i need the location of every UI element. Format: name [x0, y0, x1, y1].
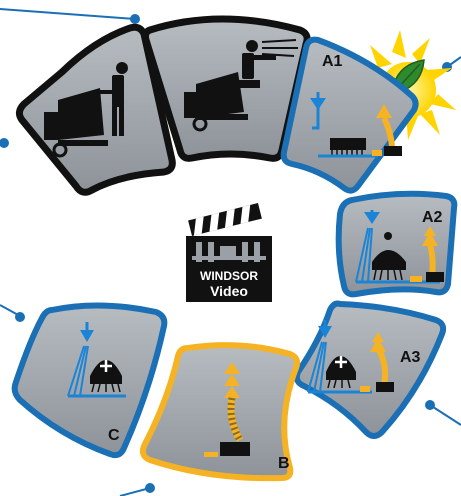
windsor-video-logo[interactable]: WINDSOR Video	[186, 203, 272, 302]
segment-a3[interactable]: A3	[297, 304, 443, 436]
segment-a2[interactable]: A2	[339, 194, 455, 295]
segment-c-label: C	[108, 427, 120, 444]
segment-c[interactable]: C	[15, 305, 165, 455]
clapperboard-icon: WINDSOR Video	[186, 203, 272, 302]
segment-b-label: B	[278, 455, 290, 472]
segment-b[interactable]: B	[143, 345, 297, 478]
logo-line-1: WINDSOR	[200, 269, 258, 283]
segment-a1[interactable]: A1	[284, 40, 416, 191]
segment-a1-label: A1	[322, 53, 343, 70]
segment-a2-label: A2	[422, 209, 443, 226]
segment-a3-label: A3	[400, 349, 421, 366]
logo-line-2: Video	[210, 283, 248, 299]
